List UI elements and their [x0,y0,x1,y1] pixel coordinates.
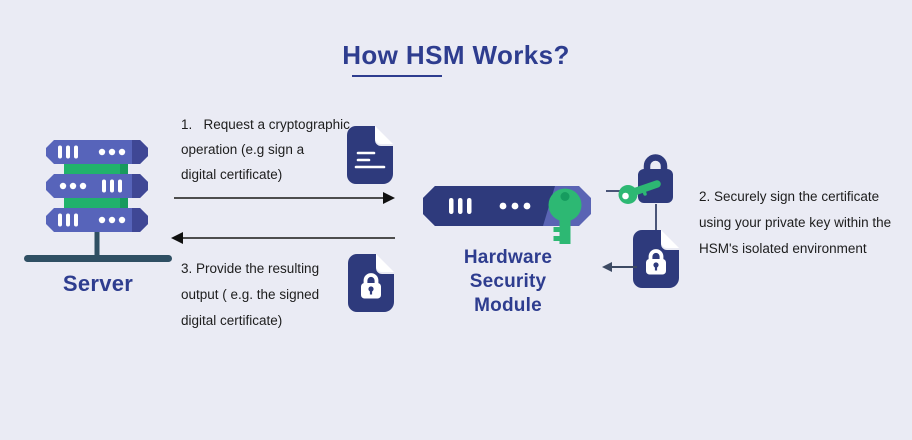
signed-output-arrow-head-icon [602,262,612,272]
page-title: How HSM Works? [342,40,570,70]
hsm-label: Hardware Security Module [428,246,588,318]
server-unit [46,140,148,164]
locked-document-icon [348,254,394,312]
step-1-line: digital certificate) [181,167,283,182]
step-3-line: digital certificate) [181,313,283,328]
step-2-line: 2. Securely sign the certificate [699,189,880,204]
step-3-line: output ( e.g. the signed [181,287,320,302]
key-icon [618,180,661,204]
request-arrow-head-icon [383,192,395,204]
server-unit [46,208,148,232]
step-2-text: 2. Securely sign the certificate using y… [699,184,891,262]
hsm-label-line: Hardware [463,247,553,268]
server-unit [46,174,148,198]
step-3-text: 3. Provide the resulting output ( e.g. t… [181,256,319,334]
step-2-line: using your private key within the [699,215,892,230]
hsm-appliance-icon [423,186,591,244]
lock-to-document-connector-line [655,204,657,236]
key-icon [548,188,582,244]
response-arrow-line [181,237,395,239]
hsm-label-line: Security [469,271,547,292]
step-1-line: operation (e.g sign a [181,142,305,157]
step-2-line: HSM's isolated environment [699,241,867,256]
response-arrow-head-icon [171,232,183,244]
server-label: Server [62,271,134,296]
padlock-with-key-icon [618,154,673,204]
step-3-line: 3. Provide the resulting [181,261,320,276]
title-block: How HSM Works? [0,40,912,71]
hsm-label-line: Module [474,295,542,316]
title-underline [352,75,442,77]
step-1-line: 1. Request a cryptographic [181,117,350,132]
server-icon [24,140,172,262]
signed-output-arrow-line [611,266,637,268]
document-text-icon [347,126,393,184]
server-stand [24,232,172,262]
locked-document-icon [633,230,679,288]
step-1-text: 1. Request a cryptographic operation (e.… [181,112,350,187]
request-arrow-line [174,197,386,199]
